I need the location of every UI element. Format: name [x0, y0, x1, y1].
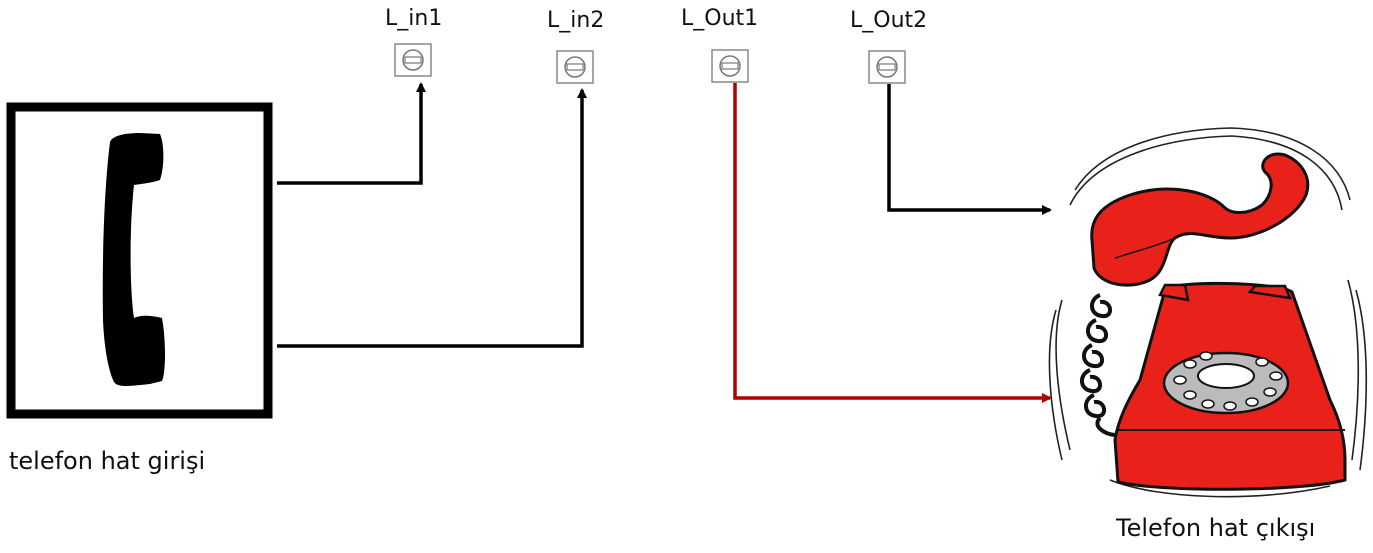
screw-terminal-icon [711, 49, 749, 83]
telephone-icon [1048, 127, 1368, 498]
label-l-out1: L_Out1 [681, 6, 759, 31]
label-l-in1: L_in1 [385, 6, 443, 31]
screw-terminal-icon [556, 50, 594, 84]
wire-in2 [277, 88, 587, 348]
wall-socket [6, 102, 273, 419]
screw-terminal-icon [868, 50, 906, 84]
label-l-in2: L_in2 [547, 8, 605, 33]
output-caption: Telefon hat çıkışı [1116, 514, 1316, 542]
label-l-out2: L_Out2 [850, 8, 928, 33]
wire-out1 [733, 83, 1052, 403]
screw-terminal-icon [394, 43, 432, 77]
wire-in1 [277, 82, 426, 185]
input-caption: telefon hat girişi [9, 447, 206, 475]
handset-icon [102, 133, 165, 386]
wire-out2 [887, 84, 1052, 215]
